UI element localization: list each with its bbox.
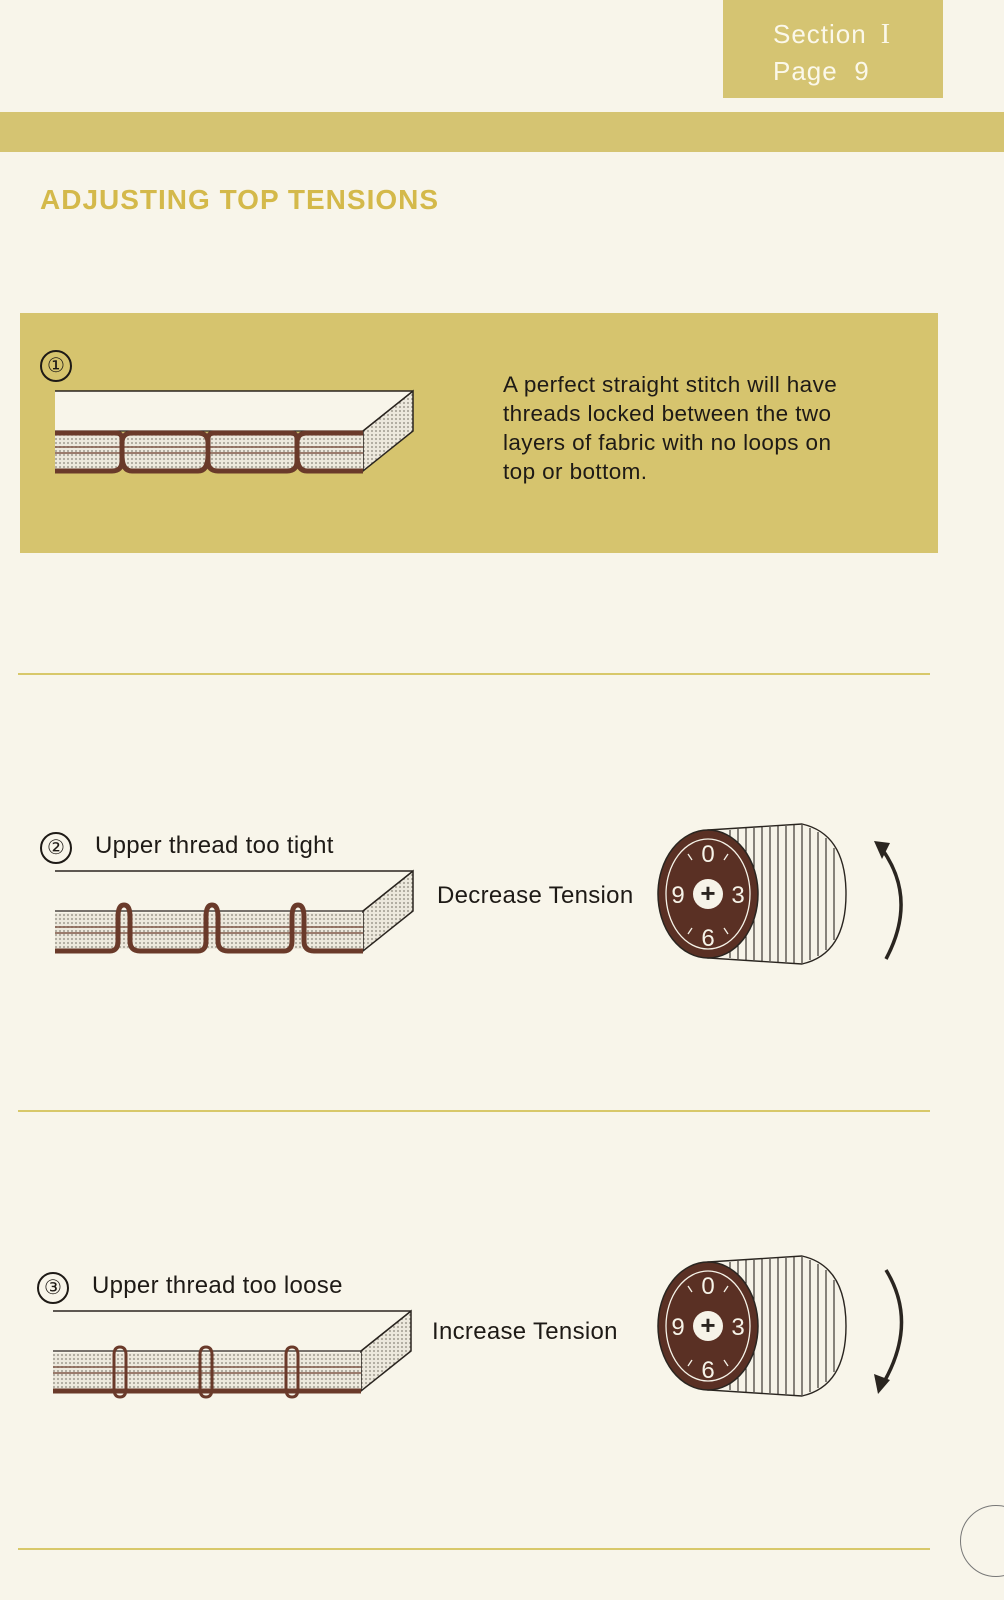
header-band [0, 112, 1004, 152]
counterclockwise-arrow-icon [874, 1269, 904, 1394]
loose-stitch-diagram [53, 1309, 412, 1399]
dial-label-bottom: 6 [701, 1357, 714, 1384]
dial-label-top: 0 [701, 841, 714, 868]
description-line: layers of fabric with no loops on [503, 430, 832, 455]
step-2-number: ② [40, 832, 72, 864]
tight-stitch-diagram [55, 869, 414, 954]
divider-1 [18, 673, 930, 675]
step-3-caption: Upper thread too loose [92, 1272, 343, 1299]
description-line: threads locked between the two [503, 401, 832, 426]
page-corner-mark [960, 1505, 1004, 1577]
clockwise-arrow-icon [874, 841, 903, 960]
step-3-number: ③ [37, 1272, 69, 1304]
dial-label-bottom: 6 [701, 925, 714, 952]
divider-2 [18, 1110, 930, 1112]
tension-dial-decrease: + 0 9 3 6 [657, 823, 847, 965]
step-3-action: Increase Tension [432, 1318, 618, 1345]
section-row: Section I [773, 16, 943, 53]
dial-label-top: 0 [701, 1273, 714, 1300]
section-number: I [880, 19, 892, 50]
page-label: Page [773, 56, 838, 86]
page-title: ADJUSTING TOP TENSIONS [40, 184, 440, 215]
description-line: A perfect straight stitch will have [503, 372, 838, 397]
description-line: top or bottom. [503, 459, 648, 484]
dial-label-right: 3 [731, 882, 744, 909]
dial-label-left: 9 [671, 882, 684, 909]
dial-label-right: 3 [731, 1314, 744, 1341]
page-row: Page 9 [773, 53, 943, 89]
tension-dial-increase: + 0 9 3 6 [657, 1255, 847, 1397]
step-2-action: Decrease Tension [437, 882, 634, 909]
step-1-description: A perfect straight stitch will have thre… [503, 370, 888, 486]
section-page-box: Section I Page 9 [723, 0, 943, 98]
divider-3 [18, 1548, 930, 1550]
dial-center-plus: + [700, 878, 715, 908]
dial-center-plus: + [700, 1310, 715, 1340]
page-number: 9 [854, 56, 870, 86]
dial-label-left: 9 [671, 1314, 684, 1341]
step-2-caption: Upper thread too tight [95, 832, 334, 859]
perfect-stitch-diagram [55, 389, 414, 474]
step-1-number: ① [40, 350, 72, 382]
section-label: Section [773, 19, 867, 49]
